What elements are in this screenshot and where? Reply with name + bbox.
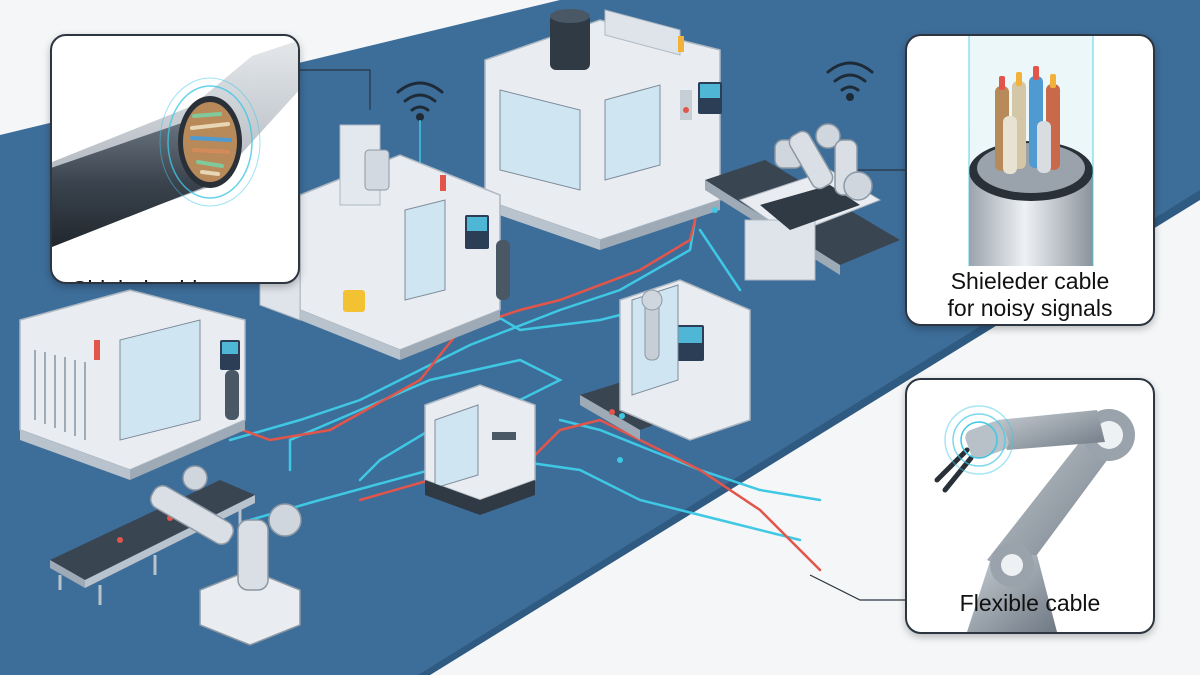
cnc-machine-top — [484, 9, 722, 250]
printer-center — [424, 384, 536, 515]
cnc-machine-middle — [259, 124, 510, 360]
wifi-icon — [826, 61, 874, 101]
multicore-cable-icon — [968, 36, 1094, 266]
callout-label-noisy: Shieleder cable for noisy signals — [907, 268, 1153, 322]
leader-line-shielded — [300, 69, 371, 110]
callout-label-noisy-line2: for noisy signals — [947, 295, 1113, 321]
callout-flexible-cable: Flexible cable — [905, 378, 1155, 634]
robot-arm-bottom-left — [149, 465, 302, 646]
floor-markers — [617, 207, 718, 463]
robot-arm-icon — [934, 405, 1135, 632]
callout-label-noisy-line1: Shieleder cable — [950, 268, 1110, 294]
cyan-cable — [558, 418, 822, 502]
shielded-cable-icon — [52, 40, 298, 248]
callout-label-flexible: Flexible cable — [959, 590, 1101, 616]
cyan-cable — [698, 228, 742, 292]
robot-arm-top-right — [774, 123, 873, 201]
leader-line-flexible — [809, 574, 905, 601]
wifi-icon — [396, 81, 444, 121]
cyan-cable — [248, 458, 802, 542]
callout-noisy-signals: Shieleder cable for noisy signals — [905, 34, 1155, 326]
callout-shielded-cable: Shieled cable — [50, 34, 300, 284]
robot-cell-center — [580, 279, 751, 441]
callout-label-shielded: Shieled cable — [52, 276, 298, 282]
cyan-cable — [288, 358, 563, 482]
cnc-machine-left — [19, 289, 246, 480]
